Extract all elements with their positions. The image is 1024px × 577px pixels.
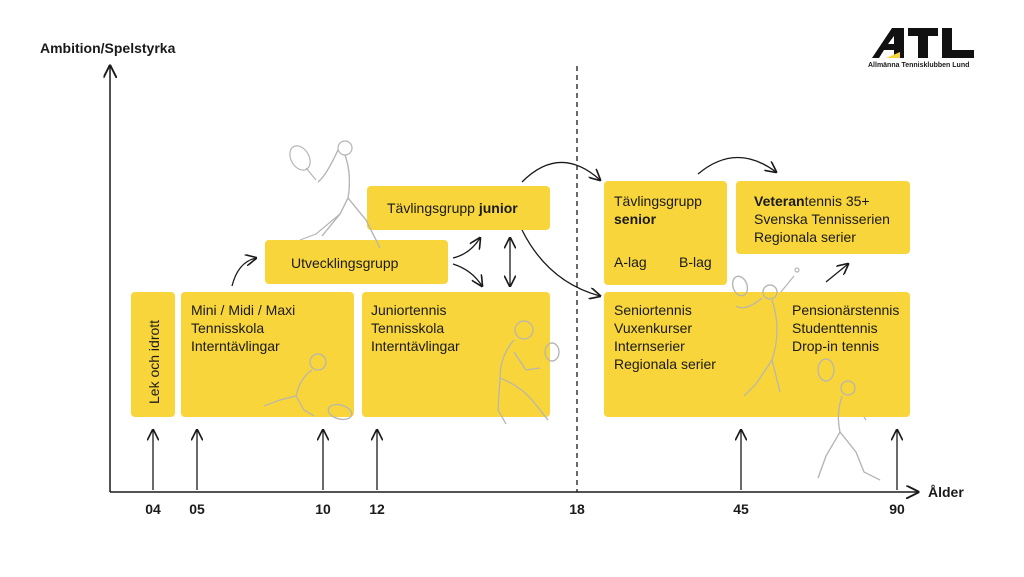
- tavling-senior-bold: senior: [614, 211, 657, 227]
- box-veterantennis: Veterantennis 35+ Svenska Tennisserien R…: [736, 181, 910, 254]
- mini-line: Interntävlingar: [191, 338, 280, 354]
- tavling-junior-bold: junior: [478, 200, 518, 216]
- mini-line: Mini / Midi / Maxi: [191, 302, 296, 318]
- a-lag-label: A-lag: [614, 254, 647, 270]
- tick-label: 45: [733, 501, 749, 517]
- senior-line: Seniortennis: [614, 302, 692, 318]
- box-utvecklingsgrupp: Utvecklingsgrupp: [265, 240, 448, 284]
- pension-line: Pensionärstennis: [792, 302, 900, 318]
- player-figure-girl-icon: [289, 140, 381, 249]
- b-lag-label: B-lag: [679, 254, 712, 270]
- pension-line: Drop-in tennis: [792, 338, 880, 354]
- lek-label: Lek och idrott: [146, 319, 162, 404]
- senior-line: Regionala serier: [614, 356, 716, 372]
- box-juniortennis: Juniortennis Tennisskola Interntävlingar: [362, 292, 550, 417]
- tick-label: 10: [315, 501, 331, 517]
- veteran-line2: Svenska Tennisserien: [754, 211, 890, 227]
- junior-line: Interntävlingar: [371, 338, 460, 354]
- senior-line: Internserier: [614, 338, 685, 354]
- y-axis-label: Ambition/Spelstyrka: [40, 40, 176, 56]
- veteran-bold: Veteran: [754, 193, 805, 209]
- tick-label: 18: [569, 501, 585, 517]
- mini-line: Tennisskola: [191, 320, 265, 336]
- tick-label: 90: [889, 501, 905, 517]
- veteran-rest: tennis 35+: [804, 193, 870, 209]
- veteran-line3: Regionala serier: [754, 229, 856, 245]
- box-seniortennis: Seniortennis Vuxenkurser Internserier Re…: [604, 292, 910, 417]
- tick-label: 04: [145, 501, 161, 517]
- tick-label: 12: [369, 501, 385, 517]
- utveckling-label: Utvecklingsgrupp: [291, 255, 399, 271]
- box-mini-midi-maxi: Mini / Midi / Maxi Tennisskola Interntäv…: [181, 292, 354, 417]
- flow-arrows: [231, 156, 848, 296]
- junior-line: Juniortennis: [371, 302, 447, 318]
- box-tavlingsgrupp-senior: Tävlingsgrupp senior A-lag B-lag: [604, 181, 727, 285]
- logo-subtitle: Allmänna Tennisklubben Lund: [868, 62, 970, 69]
- atl-logo: [872, 28, 974, 58]
- pension-line: Studenttennis: [792, 320, 878, 336]
- tavling-senior-line1: Tävlingsgrupp: [614, 193, 702, 209]
- tavling-junior-prefix: Tävlingsgrupp: [387, 200, 479, 216]
- junior-line: Tennisskola: [371, 320, 445, 336]
- tick-label: 05: [189, 501, 205, 517]
- senior-line: Vuxenkurser: [614, 320, 693, 336]
- box-lek-och-idrott: Lek och idrott: [131, 292, 175, 417]
- age-up-arrows: [153, 430, 897, 490]
- x-axis-label: Ålder: [928, 484, 964, 500]
- box-tavlingsgrupp-junior: Tävlingsgrupp junior: [367, 186, 550, 230]
